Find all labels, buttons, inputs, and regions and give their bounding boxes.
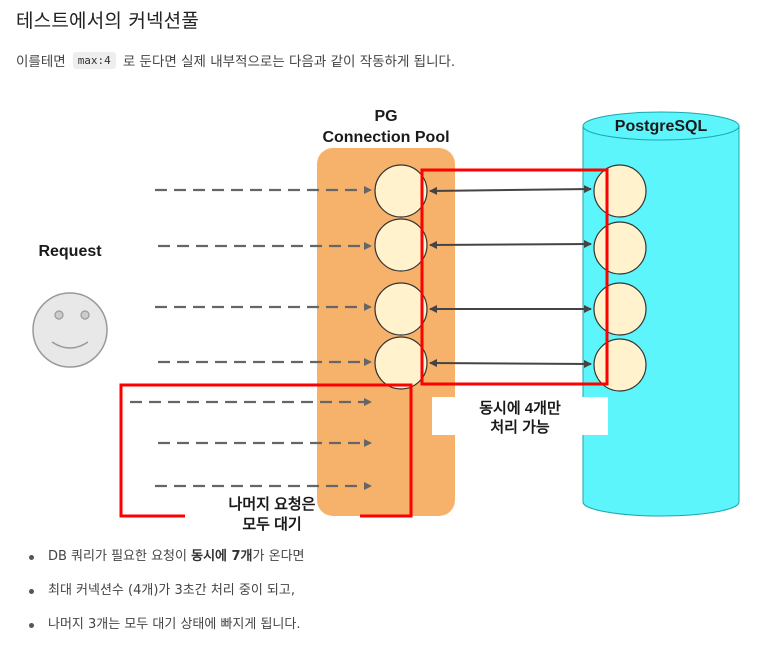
waiting-requests-highlight (119, 383, 413, 518)
connection-pool-diagram: PostgreSQL PG Connection Pool Request (32, 108, 740, 533)
pool-connection (374, 336, 428, 390)
request-label: Request (38, 243, 102, 260)
database-cylinder-top (582, 111, 740, 141)
intro-text-after: 로 둔다면 실제 내부적으로는 다음과 같이 작동하게 됩니다. (122, 54, 456, 70)
active-connections-highlight (420, 168, 609, 386)
bullet-1-emphasis: 동시에 7개 (191, 549, 253, 564)
bullet-1-prefix: DB 쿼리가 필요한 요청이 (48, 549, 192, 564)
pool-connections (374, 164, 428, 390)
pool-title-line2: Connection Pool (322, 129, 449, 146)
db-link-arrow (429, 185, 592, 195)
pool-connection (374, 164, 428, 218)
concurrent-label-line2: 처리 가능 (490, 419, 550, 436)
intro-text-before: 이를테면 (16, 54, 66, 70)
database-title: PostgreSQL (615, 118, 708, 135)
bullet-1-suffix: 가 온다면 (252, 549, 305, 564)
pool-connection (374, 218, 428, 272)
pool-title-line1: PG (374, 108, 397, 125)
bullet-2-text: 최대 커넥션수 (4개)가 3초간 처리 중이 되고, (48, 583, 295, 598)
explanation-list: DB 쿼리가 필요한 요청이 동시에 7개가 온다면 최대 커넥션수 (4개)가… (29, 547, 305, 649)
db-connection (593, 282, 647, 336)
list-item: 최대 커넥션수 (4개)가 3초간 처리 중이 되고, (29, 581, 305, 615)
db-connection (593, 221, 647, 275)
intro-paragraph: 이를테면 max:4 로 둔다면 실제 내부적으로는 다음과 같이 작동하게 됩… (16, 50, 455, 70)
db-link-arrow (429, 359, 592, 368)
list-item: DB 쿼리가 필요한 요청이 동시에 7개가 온다면 (29, 547, 305, 581)
db-connection (593, 164, 647, 218)
bullet-3-text: 나머지 3개는 모두 대기 상태에 빠지게 됩니다. (48, 617, 301, 632)
concurrent-label-box (432, 397, 608, 435)
db-link-arrow (429, 240, 592, 249)
pool-connection (374, 282, 428, 336)
waiting-label-line2: 모두 대기 (242, 516, 301, 533)
list-item: 나머지 3개는 모두 대기 상태에 빠지게 됩니다. (29, 615, 305, 649)
request-arrows (130, 186, 372, 490)
inline-code: max:4 (72, 51, 116, 69)
section-title: 테스트에서의 커넥션풀 (16, 10, 200, 32)
waiting-label-line1: 나머지 요청은 (229, 496, 316, 513)
concurrent-label-line1: 동시에 4개만 (479, 399, 561, 417)
db-link-arrows (429, 185, 592, 368)
user-face-icon (32, 292, 108, 368)
